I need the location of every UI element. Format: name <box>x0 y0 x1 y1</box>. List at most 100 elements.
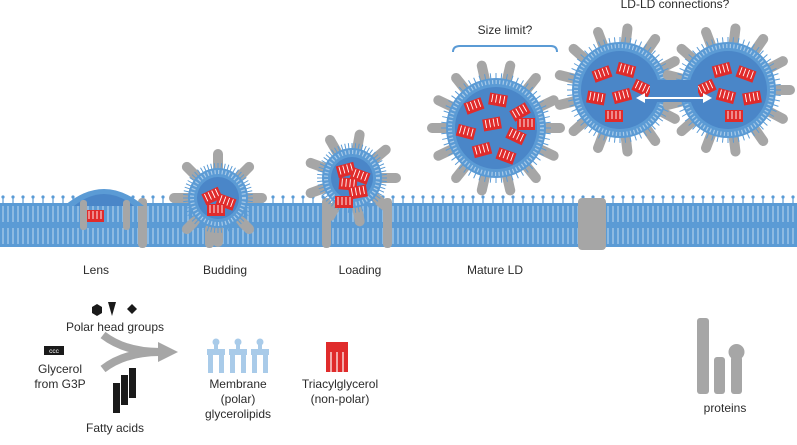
ld-head-group <box>532 90 538 96</box>
ld-head-group <box>651 50 656 56</box>
membrane-label-line2: (polar) <box>220 392 256 406</box>
ld-head-group <box>478 174 482 181</box>
ld-protein <box>476 60 491 87</box>
ld-head-group <box>463 167 468 173</box>
er-membrane-bilayer <box>0 195 797 250</box>
ld-head-group <box>484 175 487 182</box>
head-group <box>531 195 535 199</box>
ld-protein <box>181 161 204 184</box>
ld-head-group <box>532 160 538 166</box>
tag-chain <box>462 126 466 135</box>
ld-head-group <box>576 58 583 63</box>
ld-protein <box>554 96 581 110</box>
ld-protein <box>451 160 472 184</box>
lipid-droplets <box>64 23 795 247</box>
tag-chain <box>756 91 759 100</box>
glycerolipid-tail <box>219 355 224 373</box>
tag-chain <box>502 150 507 159</box>
head-group <box>611 195 615 199</box>
tag-body <box>488 92 508 108</box>
fatty-acids-label: Fatty acids <box>85 421 145 435</box>
ld-head-group <box>510 174 514 181</box>
ld-head-group <box>770 67 777 72</box>
tag-molecule <box>463 97 485 115</box>
fatty-acid-chain <box>113 383 120 413</box>
tag-chain <box>354 187 357 196</box>
head-group <box>51 195 55 199</box>
tag-chain <box>345 178 347 187</box>
tag-chain <box>593 92 596 101</box>
ld-head-group <box>742 39 745 46</box>
ld-head-group <box>246 190 253 193</box>
membrane-glycerolipid-icon <box>207 338 269 373</box>
tag-chain <box>600 94 604 103</box>
ld-head-group <box>357 143 360 150</box>
tag-molecule <box>455 123 477 141</box>
ld-head-group <box>344 143 347 150</box>
glycerolipid-stalk <box>258 343 262 349</box>
ld-head-group <box>679 67 686 72</box>
head-group <box>501 195 505 199</box>
head-group <box>31 195 35 199</box>
lens-stage <box>64 189 144 230</box>
tag-molecule <box>605 110 623 122</box>
head-group <box>271 195 275 199</box>
ld-head-group <box>543 116 550 119</box>
er-protein <box>138 198 147 248</box>
tag-chain <box>618 91 622 100</box>
ld-head-group <box>571 108 578 113</box>
ld-head-group <box>765 58 772 63</box>
ld-head-group <box>567 94 574 97</box>
ld-head-group <box>354 143 357 150</box>
head-group <box>491 195 495 199</box>
protein-tall <box>697 318 709 394</box>
tag-molecule <box>207 204 225 216</box>
glycerolipid-tail <box>263 355 268 373</box>
ld-lipid-tails <box>448 80 544 176</box>
ld-head-group <box>220 226 223 233</box>
tag-chain <box>750 71 754 80</box>
tag-chain <box>726 63 730 72</box>
head-group <box>771 195 775 199</box>
protein-head <box>728 344 745 360</box>
head-group <box>281 195 285 199</box>
ld-head-group <box>376 192 383 196</box>
fatty-acid-chain <box>121 375 128 405</box>
ld-head-group <box>647 127 652 134</box>
ld-head-group <box>721 37 724 44</box>
tag-chain <box>752 92 755 101</box>
glycerol-label-line1: Glycerol <box>37 362 82 376</box>
ld-head-group <box>183 203 190 206</box>
head-group <box>461 195 465 199</box>
tag-body <box>605 110 623 122</box>
tag-chain <box>499 95 502 104</box>
lens-protein <box>123 200 130 230</box>
head-group <box>21 195 25 199</box>
head-group <box>411 195 415 199</box>
ld-head-group <box>634 39 637 46</box>
ld-protein <box>181 212 204 235</box>
head-group <box>671 195 675 199</box>
ld-head-group <box>568 99 575 102</box>
ld-protein <box>655 106 680 124</box>
head-group <box>141 195 145 199</box>
tag-chain <box>342 165 346 174</box>
tag-molecule <box>488 92 508 108</box>
ld-head-group <box>774 94 781 97</box>
hexagon-icon <box>92 304 102 316</box>
tag-chain <box>515 108 521 116</box>
tag-chain <box>466 127 470 136</box>
head-group <box>401 195 405 199</box>
legend: ccc <box>44 302 745 413</box>
tag-chain <box>218 195 223 203</box>
head-group <box>701 195 705 199</box>
tag-chain <box>630 66 634 75</box>
ld-head-group <box>580 54 586 59</box>
glycerol-box <box>44 346 64 355</box>
ld-head-group <box>643 130 647 137</box>
head-group <box>11 195 15 199</box>
tag-chain <box>482 144 486 153</box>
tag-body <box>725 110 743 122</box>
tag-chain <box>701 84 706 92</box>
